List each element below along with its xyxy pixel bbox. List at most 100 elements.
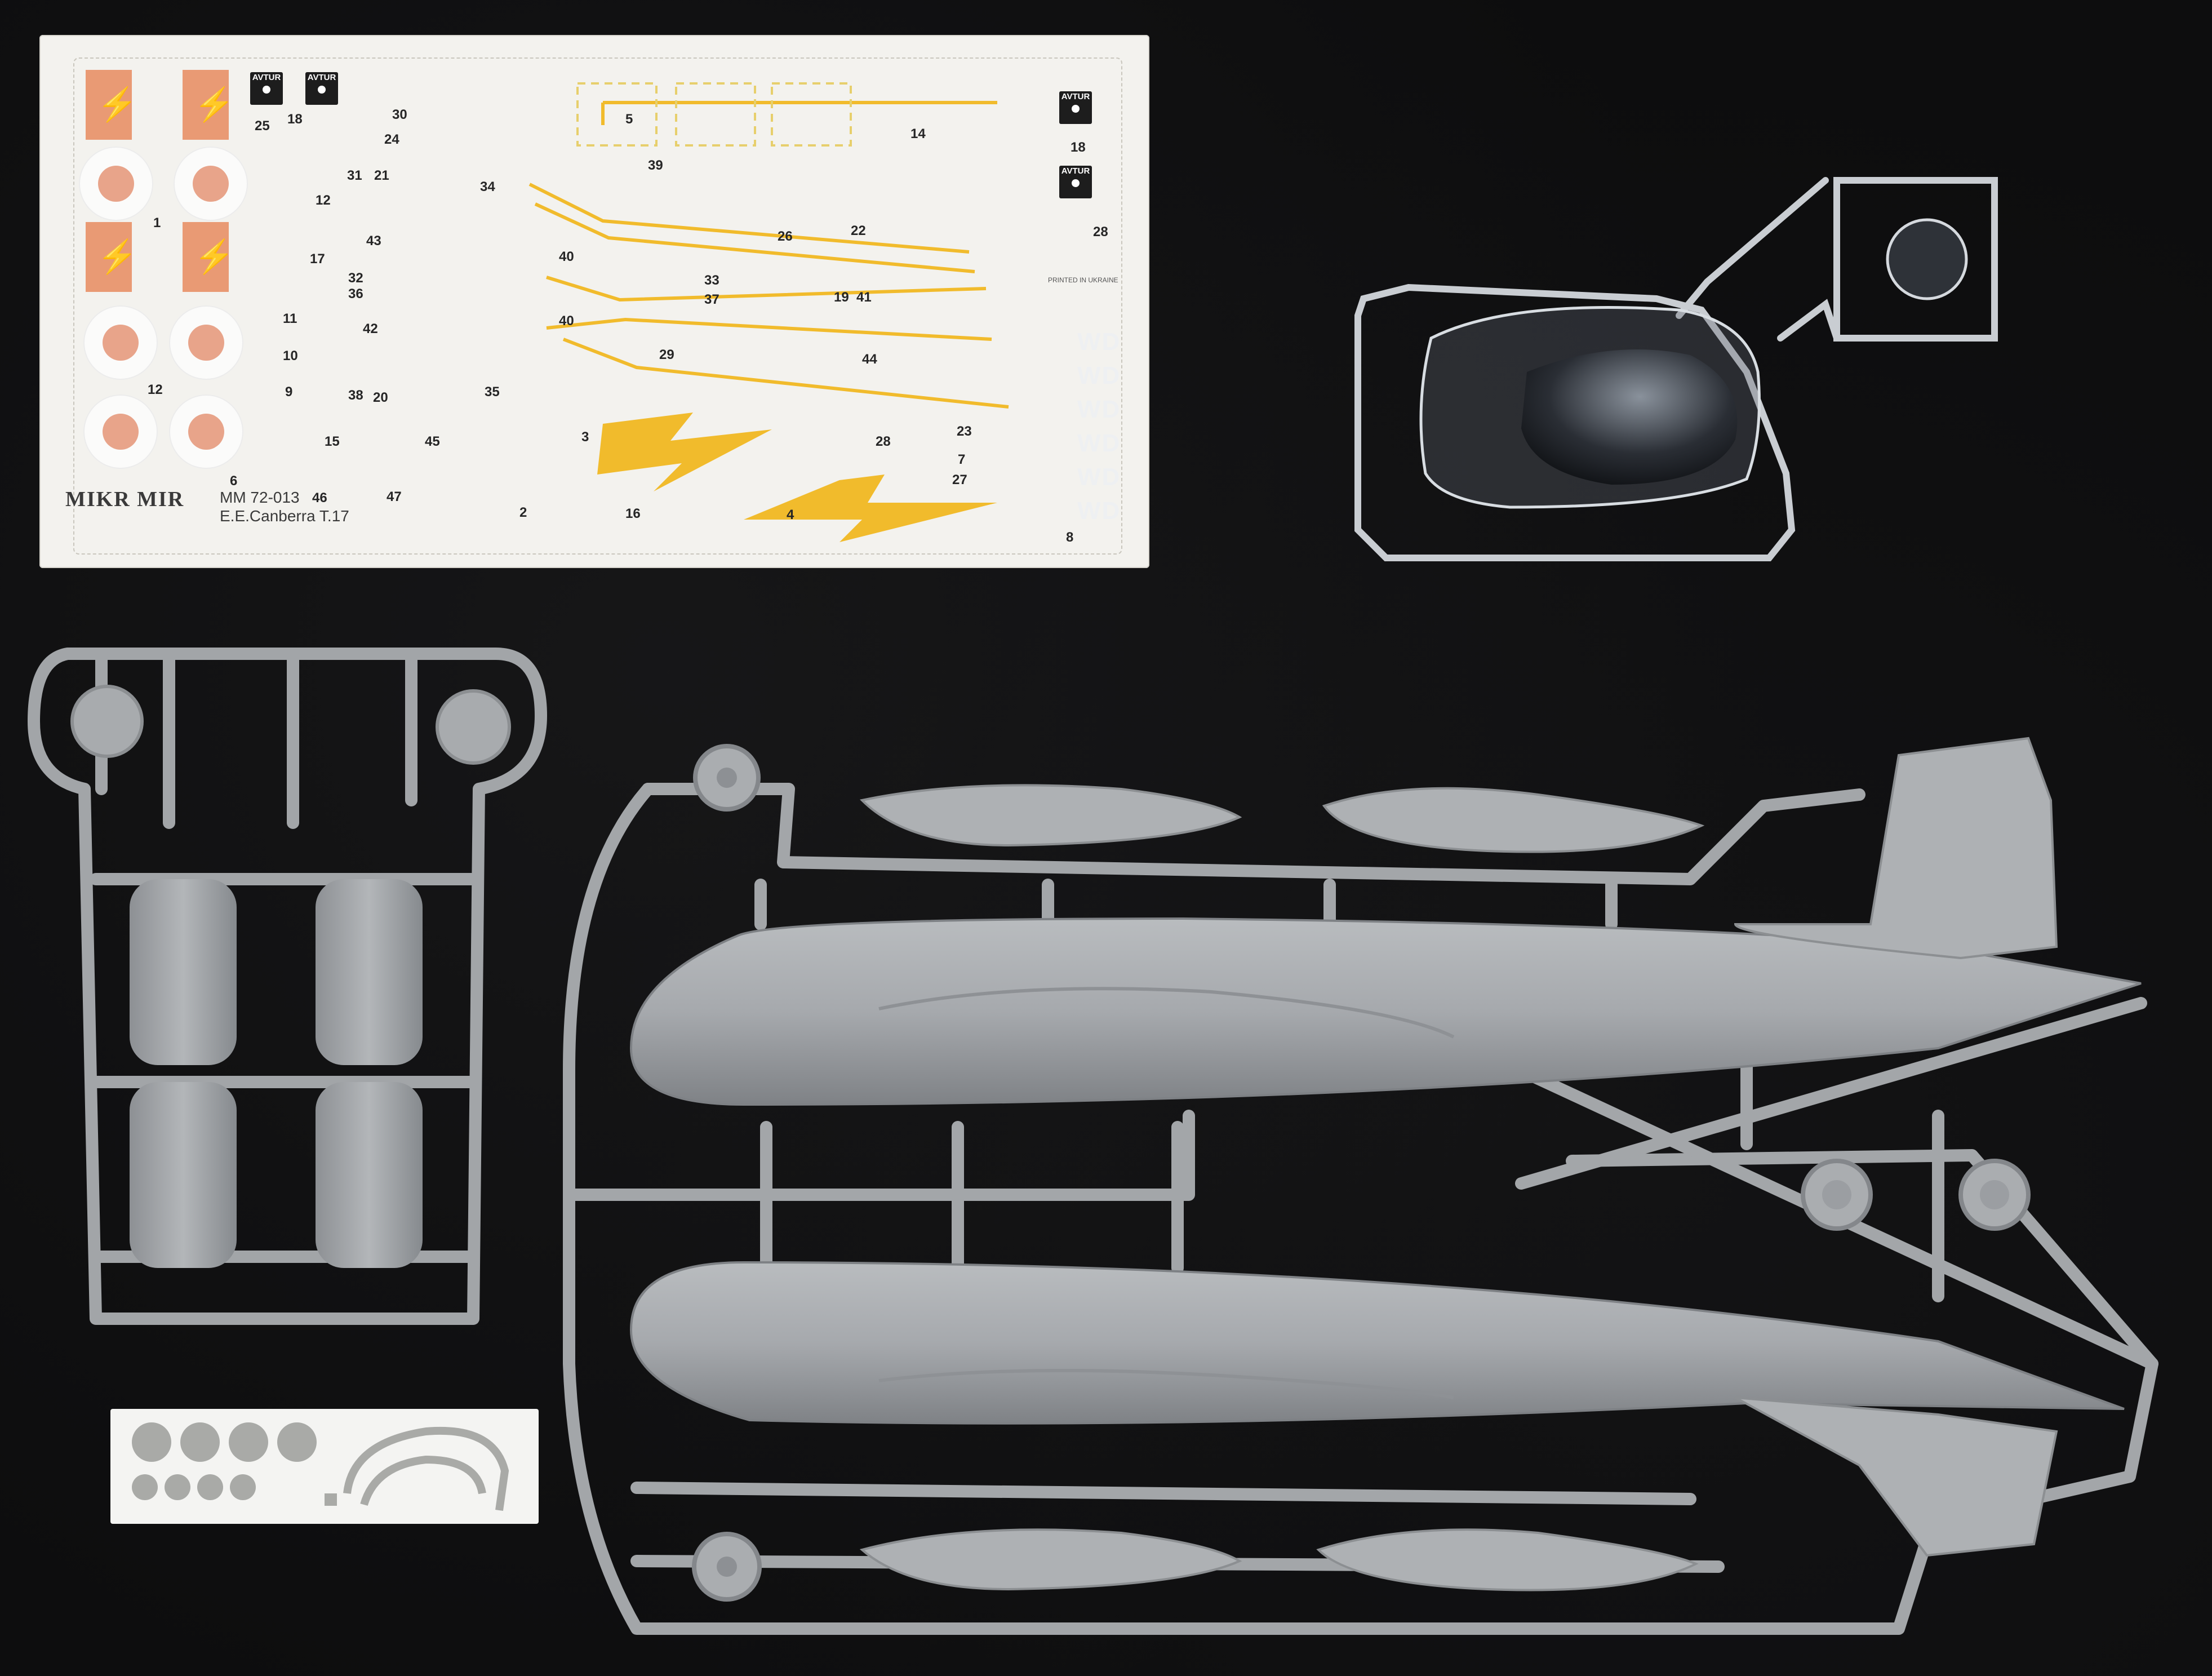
decal-kit-code: MM 72-013 — [220, 489, 300, 506]
decal-number: 11 — [283, 311, 297, 326]
decal-number: 32 — [348, 271, 363, 286]
panel-line — [878, 1369, 1454, 1399]
decal-number: 40 — [559, 249, 574, 264]
decal-number: 30 — [392, 107, 407, 122]
tip-tank-half — [1316, 1528, 1699, 1591]
decal-number: 45 — [425, 434, 440, 449]
roundel-decal — [85, 307, 157, 379]
roundel-decal — [170, 307, 242, 379]
decal-number: 29 — [659, 347, 674, 362]
decal-number: 4 — [787, 507, 794, 522]
decal-number: 2 — [519, 505, 527, 520]
engine-nacelle-half — [130, 879, 237, 1065]
decal-number: 12 — [316, 193, 331, 208]
roundel-decal — [175, 148, 247, 220]
flash-decal — [183, 222, 234, 292]
decal-number: 44 — [862, 352, 877, 367]
decal-number: 20 — [373, 390, 388, 405]
decal-printed-note: PRINTED IN UKRAINE — [1048, 276, 1118, 284]
engine-nacelle-half — [130, 1082, 237, 1268]
white-serial-decal: WD — [1077, 328, 1121, 356]
mask-circle — [132, 1474, 158, 1500]
decal-number: 6 — [230, 473, 238, 489]
mask-circle — [277, 1422, 317, 1462]
engine-nacelle-half — [316, 879, 423, 1065]
engine-nacelle-half — [316, 1082, 423, 1268]
decal-number: 31 — [347, 168, 362, 183]
decal-number: 35 — [485, 384, 500, 400]
mask-circle — [180, 1422, 220, 1462]
decal-number: 39 — [648, 158, 663, 173]
tip-tank-half — [1322, 787, 1705, 853]
mask-circle — [132, 1422, 171, 1462]
decal-number: 40 — [559, 313, 574, 329]
decal-number: 38 — [348, 388, 363, 403]
decal-number: 36 — [348, 286, 363, 301]
decal-number: 25 — [255, 118, 270, 134]
canopy-bubble — [1521, 349, 1738, 485]
white-serial-decal: WD — [1077, 497, 1121, 525]
wheel-hub — [717, 1557, 737, 1577]
avtur-decal: AVTUR — [250, 72, 283, 105]
decal-model-name: E.E.Canberra T.17 — [220, 507, 349, 525]
wheel-hub — [717, 768, 737, 788]
decal-number: 18 — [287, 112, 303, 127]
decal-number: 16 — [625, 506, 641, 521]
decal-number: 18 — [1071, 140, 1086, 155]
decal-number: 42 — [363, 321, 378, 336]
engine-face-part — [70, 685, 144, 758]
decal-number: 12 — [148, 382, 163, 397]
flash-decal — [183, 70, 234, 140]
decal-number: 33 — [704, 273, 719, 288]
mask-circle — [229, 1422, 268, 1462]
canopy-mask-outline — [325, 1426, 509, 1511]
fuselage-half-upper — [629, 917, 2142, 1106]
decal-number: 27 — [952, 472, 967, 487]
decal-number: 26 — [778, 229, 793, 244]
fuselage-half-lower — [629, 1261, 2125, 1425]
mask-circle — [197, 1474, 223, 1500]
decal-number: 22 — [851, 223, 866, 238]
wheel-hub — [1822, 1180, 1851, 1209]
decal-number: 28 — [876, 434, 891, 449]
white-serial-decal: WD — [1077, 396, 1121, 423]
decal-number: 3 — [581, 429, 589, 445]
avtur-decal: AVTUR — [1059, 91, 1092, 124]
decal-number: 34 — [480, 179, 495, 194]
roundel-decal — [170, 396, 242, 468]
roundel-decal — [85, 396, 157, 468]
decal-number: 1 — [153, 215, 161, 230]
decal-sheet: AVTUR AVTUR AVTUR AVTUR — [39, 35, 1149, 568]
white-serial-decal: WD — [1077, 362, 1121, 389]
decal-number: 46 — [312, 490, 327, 506]
decal-number: 5 — [625, 112, 633, 127]
avtur-decal: AVTUR — [1059, 166, 1092, 198]
white-serial-decal: WD — [1077, 429, 1121, 457]
decal-number: 17 — [310, 251, 325, 267]
decal-number: 21 — [374, 168, 389, 183]
decal-number: 14 — [910, 126, 926, 141]
decal-number: 7 — [958, 452, 966, 467]
decal-brand-logo: MIKR MIR — [65, 487, 185, 511]
avtur-decal: AVTUR — [305, 72, 338, 105]
white-serial-decal: WD — [1077, 463, 1121, 491]
decal-number: 28 — [1093, 224, 1108, 240]
decal-number: 9 — [285, 384, 293, 400]
decal-number: 8 — [1066, 530, 1074, 545]
decal-number: 10 — [283, 348, 298, 363]
vertical-tail-part — [1734, 737, 2058, 960]
decal-number: 47 — [387, 489, 402, 504]
decal-number: 37 — [704, 292, 719, 307]
tip-tank-half — [859, 784, 1242, 847]
flash-decal — [86, 70, 137, 140]
yellow-stripe-decals — [528, 82, 1009, 542]
wheel-hub — [1980, 1180, 2009, 1209]
mask-circle — [230, 1474, 256, 1500]
decal-number: 41 — [856, 290, 872, 305]
paint-mask-sheet — [110, 1409, 539, 1524]
roundel-decal — [80, 148, 152, 220]
decal-number: 23 — [957, 424, 972, 439]
mask-circle — [165, 1474, 190, 1500]
